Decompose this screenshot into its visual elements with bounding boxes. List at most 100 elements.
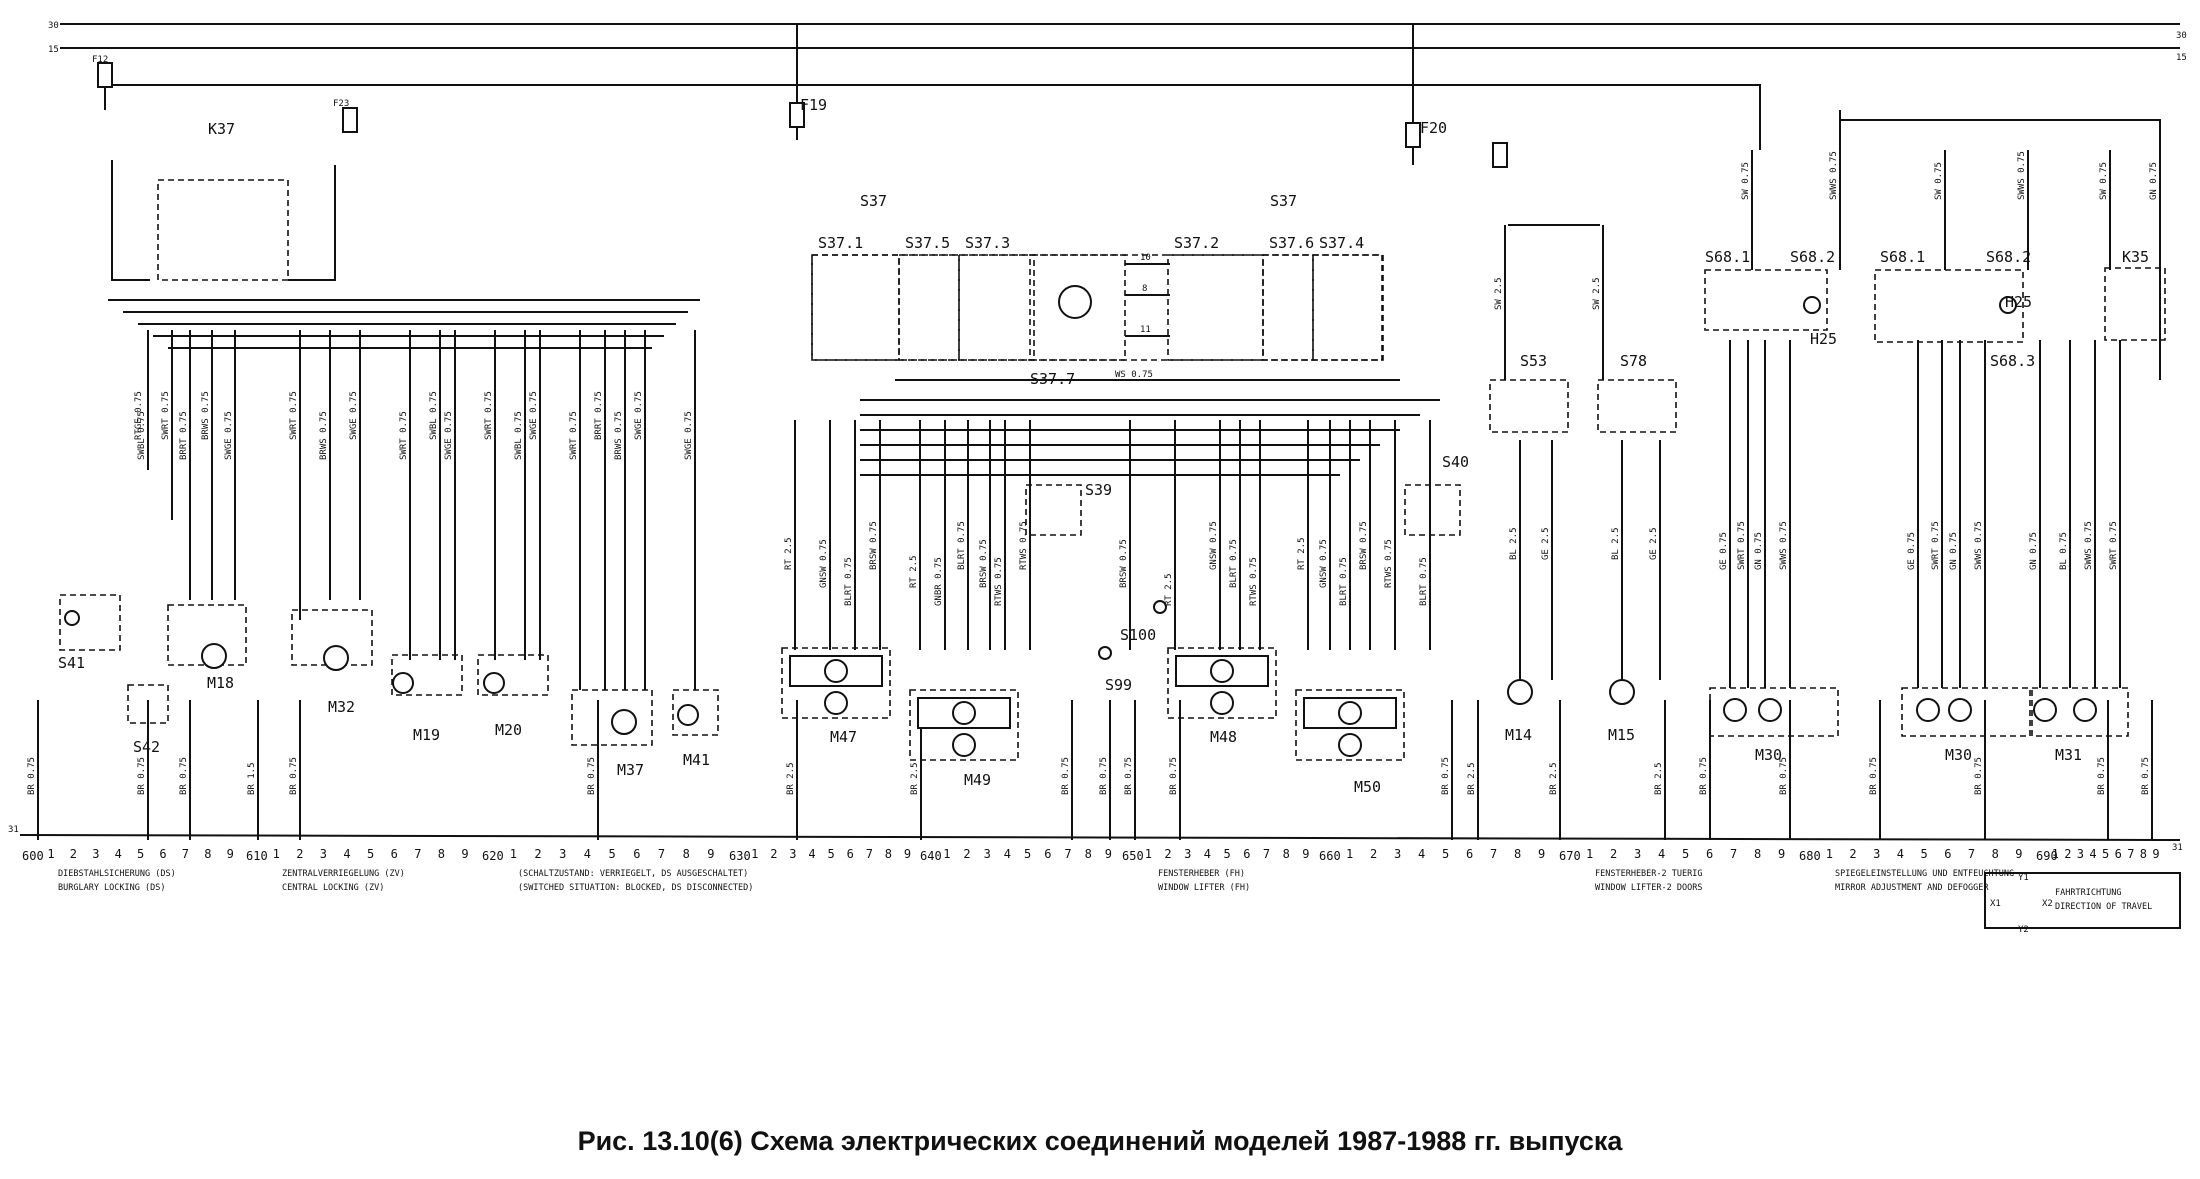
tick-number: 7 (866, 847, 873, 861)
tick-number: 7 (1730, 847, 1737, 861)
box-s41 (59, 594, 121, 651)
rail-30-label-right: 30 (2176, 31, 2187, 41)
mirror-wire-label: SWWS 0.75 (2084, 521, 2094, 570)
legend-text-1: FAHRTRICHTUNG (2055, 888, 2122, 898)
tick-number: 8 (683, 847, 690, 861)
box-m50 (1295, 689, 1405, 761)
fh-wire-label: BLRT 0.75 (1419, 557, 1429, 606)
pin-11: 11 (1140, 325, 1151, 335)
section-title-en: BURGLARY LOCKING (DS) (58, 883, 165, 893)
legend-text-2: DIRECTION OF TRAVEL (2055, 902, 2152, 912)
tick-number: 4 (2089, 847, 2096, 861)
section-title-en: (SWITCHED SITUATION: BLOCKED, DS DISCONN… (518, 883, 753, 893)
section-number-620: 620 (482, 849, 504, 863)
section-title-de: (SCHALTZUSTAND: VERRIEGELT, DS AUSGESCHA… (518, 869, 748, 879)
label-m49: M49 (964, 771, 991, 789)
label-m31: M31 (2055, 746, 2082, 764)
tick-number: 2 (770, 847, 777, 861)
motor-circle-s37-7 (1058, 285, 1092, 319)
ground-wire-label: BR 2.5 (1654, 762, 1664, 795)
fh-wire-label: BLRT 0.75 (1229, 539, 1239, 588)
tick-number: 9 (2152, 847, 2159, 861)
box-s37-4 (1312, 254, 1384, 361)
motor-m32 (323, 645, 349, 671)
tick-number: 7 (1490, 847, 1497, 861)
tick-number: 8 (1754, 847, 1761, 861)
fh-wire-label: GNSW 0.75 (1209, 521, 1219, 570)
tick-number: 3 (1184, 847, 1191, 861)
lock-icon (64, 610, 80, 626)
mirror-motor (1948, 698, 1972, 722)
tick-number: 1 (1826, 847, 1833, 861)
wire-label: SWRT 0.75 (569, 411, 579, 460)
label-m19: M19 (413, 726, 440, 744)
mirror-wire-label: GN 0.75 (1949, 532, 1959, 570)
label-m14: M14 (1505, 726, 1532, 744)
pin-8: 8 (1142, 284, 1147, 294)
fh2-wire-label: BL 2.5 (1611, 527, 1621, 560)
fuse-symbol (1405, 122, 1421, 148)
tick-number: 4 (1004, 847, 1011, 861)
box-s39 (1025, 484, 1082, 536)
motor-m37 (611, 709, 637, 735)
label-f19: F19 (800, 96, 827, 114)
motor-m15 (1609, 679, 1635, 705)
rail-31-label-right: 31 (2172, 843, 2183, 853)
tick-number: 6 (1706, 847, 1713, 861)
mirror-wire-label: GN 0.75 (1754, 532, 1764, 570)
tick-number: 8 (438, 847, 445, 861)
mirror-feed-label: SWWS 0.75 (1829, 151, 1839, 200)
section-number-650: 650 (1122, 849, 1144, 863)
section-number-690: 690 (2036, 849, 2058, 863)
tick-number: 1 (1346, 847, 1353, 861)
fh-wire-label: BRSW 0.75 (1119, 539, 1129, 588)
section-title-de: FENSTERHEBER-2 TUERIG (1595, 869, 1702, 879)
wire-label: BRWS 0.75 (319, 411, 329, 460)
box-m48 (1167, 647, 1277, 719)
figure-caption: Рис. 13.10(6) Схема электрических соедин… (577, 1126, 1623, 1156)
ground-wire-label: BR 0.75 (2141, 757, 2151, 795)
fuse-symbol (342, 107, 358, 133)
tick-number: 4 (584, 847, 591, 861)
tick-number: 8 (1514, 847, 1521, 861)
ground-wire-label: BR 0.75 (137, 757, 147, 795)
tick-number: 1 (1145, 847, 1152, 861)
mirror-wire-label: GN 0.75 (2029, 532, 2039, 570)
label-s40: S40 (1442, 453, 1469, 471)
legend-y2: Y2 (2018, 925, 2029, 935)
tick-number: 2 (1370, 847, 1377, 861)
tick-number: 7 (414, 847, 421, 861)
tick-number: 7 (1968, 847, 1975, 861)
tick-number: 3 (92, 847, 99, 861)
section-number-660: 660 (1319, 849, 1341, 863)
tick-number: 6 (391, 847, 398, 861)
tick-number: 9 (2015, 847, 2022, 861)
tick-number: 2 (1849, 847, 1856, 861)
label-m47: M47 (830, 728, 857, 746)
fh-wire-label: GNSW 0.75 (1319, 539, 1329, 588)
label-k37: K37 (208, 120, 235, 138)
ground-wire-label: BR 0.75 (2097, 757, 2107, 795)
wire-label: SWBL 0.75 (429, 391, 439, 440)
tick-number: 9 (1778, 847, 1785, 861)
tick-number: 4 (1897, 847, 1904, 861)
section-title-en: MIRROR ADJUSTMENT AND DEFOGGER (1835, 883, 1989, 893)
tick-number: 1 (751, 847, 758, 861)
label-f23: F23 (333, 99, 349, 109)
label-s41: S41 (58, 654, 85, 672)
k37-wire-r (288, 165, 336, 281)
tick-number: 9 (707, 847, 714, 861)
fh2-wire-label: BL 2.5 (1509, 527, 1519, 560)
box-s37-2 (1167, 254, 1264, 361)
wire-label: SWBL 0.75 (137, 411, 147, 460)
lamp-h25-right (1999, 296, 2017, 314)
section-number-630: 630 (729, 849, 751, 863)
tick-number: 9 (461, 847, 468, 861)
fh-wire-label: GNBR 0.75 (934, 557, 944, 606)
label-m32: M32 (328, 698, 355, 716)
ground-wire-label: BR 2.5 (1467, 762, 1477, 795)
ground-wire-label: BR 0.75 (1974, 757, 1984, 795)
fh2-wire-label: GE 2.5 (1649, 527, 1659, 560)
mirror-motor (1916, 698, 1940, 722)
box-k35 (2104, 267, 2166, 341)
